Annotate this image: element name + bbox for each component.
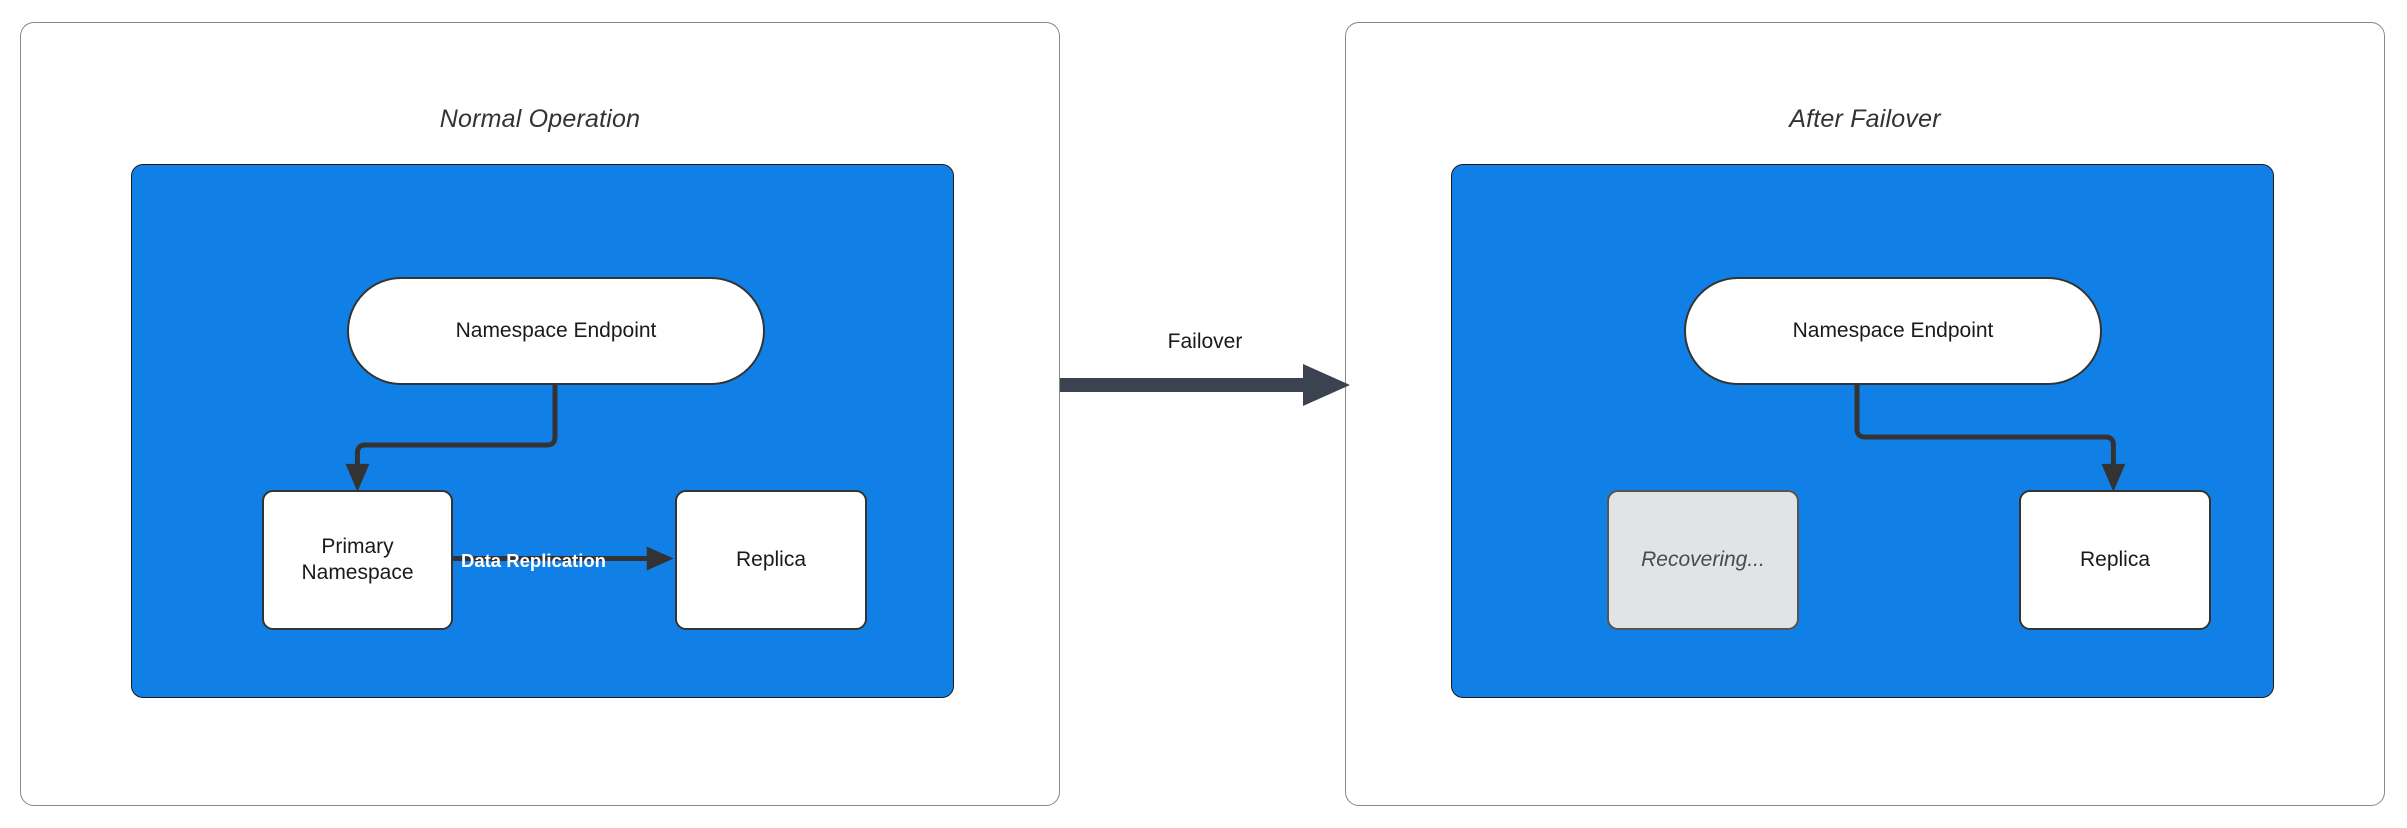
node-namespace-endpoint-right[interactable]: Namespace Endpoint bbox=[1684, 277, 2102, 385]
node-primary-namespace-line2: Namespace bbox=[301, 561, 414, 584]
region-primary-cluster: Namespace Endpoint Primary Namespace Rep… bbox=[131, 164, 954, 698]
node-replica-right[interactable]: Replica bbox=[2019, 490, 2211, 630]
region-failover-cluster: Namespace Endpoint Recovering... Replica bbox=[1451, 164, 2274, 698]
node-recovering[interactable]: Recovering... bbox=[1607, 490, 1799, 630]
node-namespace-endpoint-left[interactable]: Namespace Endpoint bbox=[347, 277, 765, 385]
panel-title-after-failover: After Failover bbox=[1789, 105, 1941, 133]
panel-title-normal-operation: Normal Operation bbox=[439, 105, 641, 133]
node-primary-namespace-line1: Primary bbox=[321, 535, 394, 559]
failover-label: Failover bbox=[1167, 330, 1243, 353]
panel-after-failover: After Failover Namespace Endpoint Recove… bbox=[1345, 22, 2385, 806]
node-primary-namespace-label: Primary Namespace bbox=[301, 534, 413, 585]
edge-label-data-replication: Data Replication bbox=[461, 550, 606, 571]
failover-transition: Failover bbox=[1060, 330, 1350, 440]
node-replica-left[interactable]: Replica bbox=[675, 490, 867, 630]
failover-arrow-icon bbox=[1060, 364, 1350, 406]
node-primary-namespace[interactable]: Primary Namespace bbox=[262, 490, 453, 630]
panel-normal-operation: Normal Operation Namespace Endpoint Prim… bbox=[20, 22, 1060, 806]
